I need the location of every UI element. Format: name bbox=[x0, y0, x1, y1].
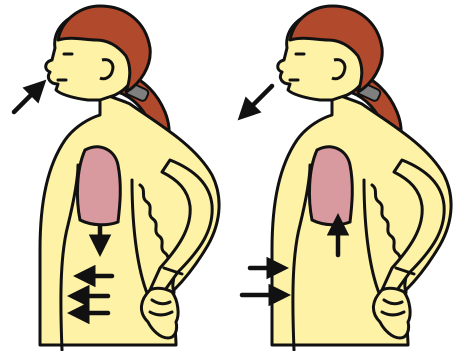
exhale-arrow-icon bbox=[244, 86, 272, 114]
inhale-arrow-icon bbox=[14, 86, 40, 112]
inhale-panel bbox=[14, 6, 219, 350]
woman-figure-inhale bbox=[40, 6, 219, 350]
exhale-panel bbox=[242, 6, 451, 350]
woman-figure-exhale bbox=[272, 6, 451, 350]
